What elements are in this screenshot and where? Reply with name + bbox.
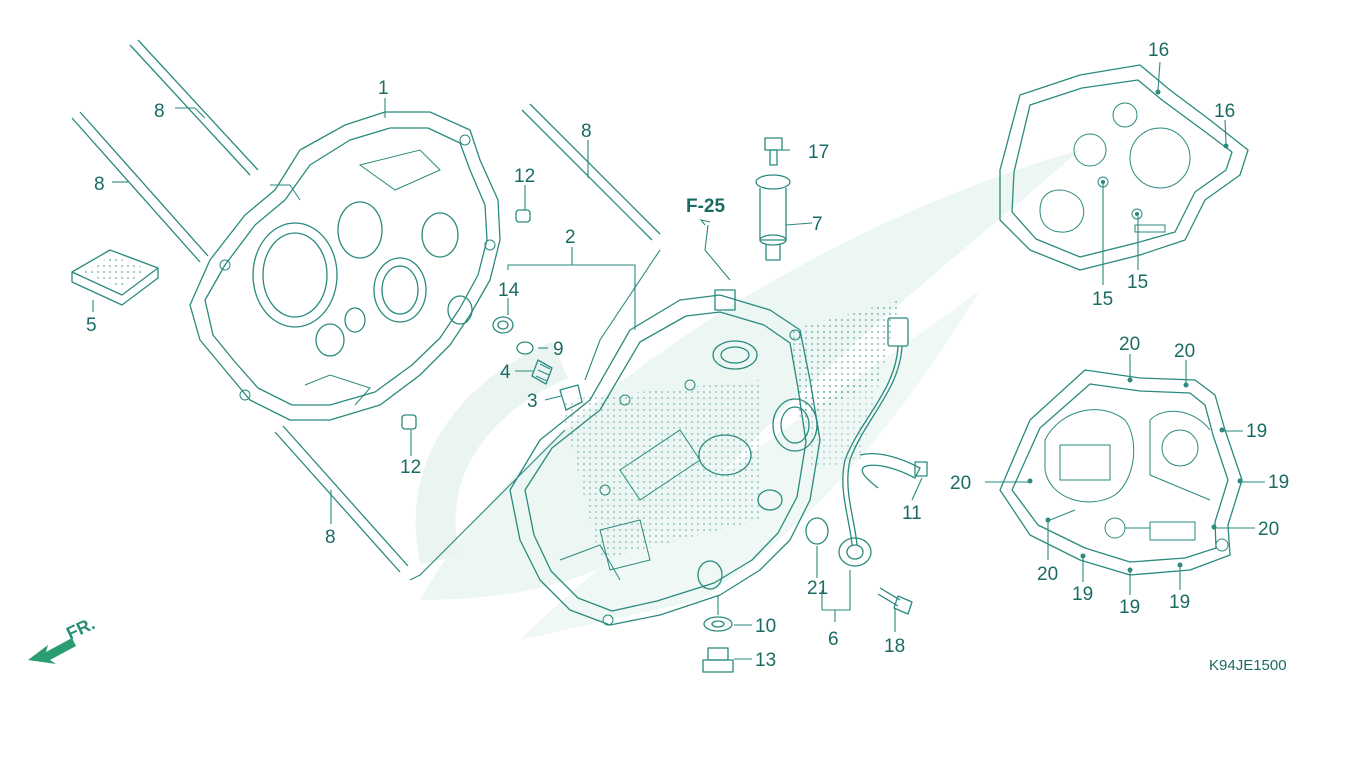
callout-15-left: 15: [1092, 289, 1113, 310]
small-parts: [492, 316, 583, 411]
callout-15-right: 15: [1127, 272, 1148, 293]
diagram-code: K94JE1500: [1209, 657, 1287, 674]
callout-20-left: 20: [950, 473, 971, 494]
sensor-wire: [838, 317, 909, 567]
bolt-17: [764, 137, 783, 166]
wire-clamp: [859, 453, 928, 489]
dowel-pins: [401, 209, 531, 430]
front-marker-label: FR.: [63, 613, 98, 643]
stud-bolts: [71, 39, 661, 573]
callout-21: 21: [807, 578, 828, 599]
callout-19-right-upper: 19: [1246, 421, 1267, 442]
callout-13: 13: [755, 650, 776, 671]
callout-17: 17: [808, 142, 829, 163]
callout-8-left: 8: [94, 174, 105, 195]
callout-19-bottom-1: 19: [1072, 584, 1093, 605]
oil-dipstick: [755, 174, 791, 261]
leader-lines: [92, 61, 1265, 660]
right-crankcase: [509, 289, 821, 626]
callout-12-top: 12: [514, 166, 535, 187]
callout-7: 7: [812, 214, 823, 235]
drain-washer: [703, 616, 733, 632]
callout-12-bottom: 12: [400, 457, 421, 478]
front-arrow-icon: FR.: [28, 613, 98, 664]
callout-14: 14: [498, 280, 520, 301]
callout-9: 9: [553, 339, 564, 360]
callout-11: 11: [902, 503, 922, 524]
reference-f25: F-25: [686, 196, 726, 217]
left-crankcase: [189, 111, 501, 421]
callout-16-right: 16: [1214, 101, 1235, 122]
callout-20-right: 20: [1258, 519, 1279, 540]
drain-bolt: [702, 647, 734, 673]
callout-8-bottom: 8: [325, 527, 336, 548]
callout-19-right-lower: 19: [1268, 472, 1289, 493]
shading-dots: [560, 300, 900, 560]
callout-20-top-left: 20: [1119, 334, 1140, 355]
callout-2: 2: [565, 227, 576, 248]
callout-18: 18: [884, 636, 905, 657]
callout-20-bottom: 20: [1037, 564, 1058, 585]
callout-19-bottom-2: 19: [1119, 597, 1140, 618]
gasket-lower: [999, 369, 1243, 576]
callout-labels: 1 8 8 8 8 12 12 5 2 14 9 4 3 F-25 17 7 1…: [86, 40, 1289, 674]
bolt-18: [877, 587, 913, 615]
callout-19-bottom-3: 19: [1169, 592, 1190, 613]
callout-8-top: 8: [154, 101, 165, 122]
callout-3: 3: [527, 391, 538, 412]
callout-1: 1: [378, 78, 389, 99]
callout-6: 6: [828, 629, 839, 650]
oil-strainer-screen: [71, 249, 159, 306]
callout-20-top-right: 20: [1174, 341, 1195, 362]
gasket-upper: [999, 64, 1249, 271]
callout-4: 4: [500, 362, 511, 383]
callout-5: 5: [86, 315, 97, 336]
callout-16-top: 16: [1148, 40, 1169, 61]
callout-10: 10: [755, 616, 776, 637]
callout-8-right: 8: [581, 121, 592, 142]
o-ring-21: [805, 517, 829, 545]
